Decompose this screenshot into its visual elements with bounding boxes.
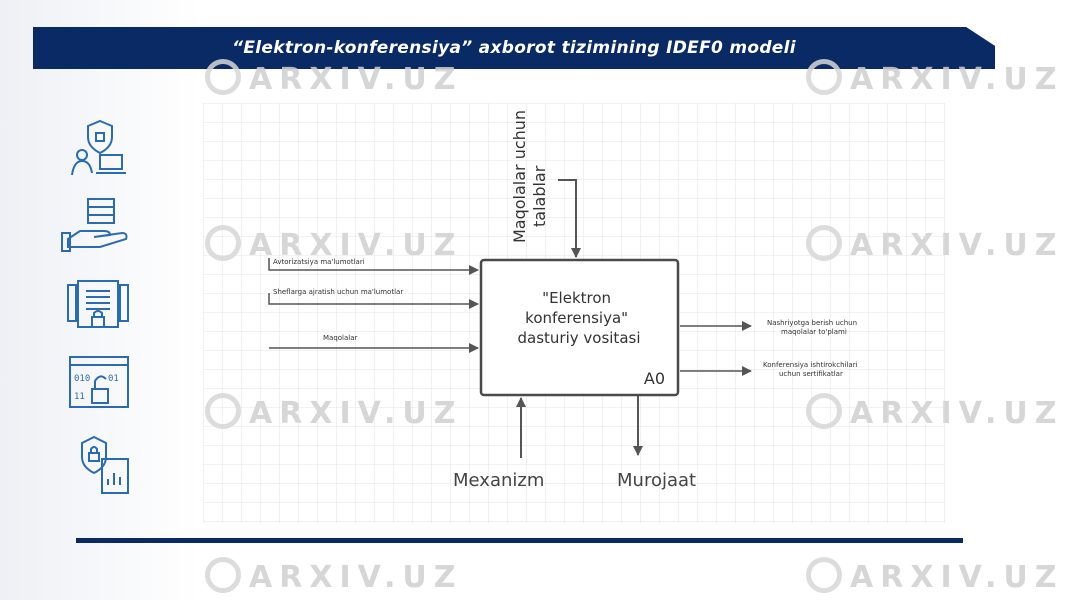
function-box-id: A0 — [644, 369, 665, 388]
control-label: Maqolalar uchun talablar — [510, 105, 549, 243]
svg-text:010: 010 — [74, 374, 90, 384]
watermark: ARXIV.UZ — [806, 556, 1063, 597]
function-box — [479, 258, 680, 397]
server-hand-icon — [61, 198, 128, 252]
mechanism-label: Mexanizm — [453, 470, 544, 491]
output-label: Konferensiya ishtirokchilari uchun serti… — [763, 361, 860, 378]
call-label: Murojaat — [617, 470, 696, 491]
input-label: Maqolalar — [323, 334, 358, 342]
watermark: ARXIV.UZ — [205, 58, 462, 99]
lock-report-icon — [81, 435, 129, 494]
svg-text:01: 01 — [108, 374, 119, 384]
output-label: Nashriyotga berish uchun maqolalar to'pl… — [767, 319, 859, 336]
document-lock-icon — [67, 280, 129, 328]
watermark: ARXIV.UZ — [806, 58, 1063, 99]
input-label: Avtorizatsiya ma'lumotlari — [273, 258, 365, 266]
input-label: Sheflarga ajratish uchun ma'lumotlar — [273, 288, 403, 296]
background-fade — [0, 0, 200, 600]
control-arrow — [558, 179, 581, 258]
svg-text:11: 11 — [74, 392, 85, 402]
input-arrow — [268, 258, 479, 275]
security-person-icon — [71, 119, 126, 176]
slide-title: “Elektron-konferensiya” axborot tizimini… — [232, 38, 796, 58]
input-arrow — [268, 293, 479, 309]
function-box-title: "Elektron konferensiya" dasturiy vositas… — [518, 289, 641, 347]
watermark: ARXIV.UZ — [205, 556, 462, 597]
icon-column: 010 01 11 — [61, 119, 129, 494]
binary-unlock-icon: 010 01 11 — [69, 356, 129, 408]
bottom-rule — [76, 538, 963, 543]
idef0-diagram: "Elektron konferensiya" dasturiy vositas… — [203, 103, 945, 523]
